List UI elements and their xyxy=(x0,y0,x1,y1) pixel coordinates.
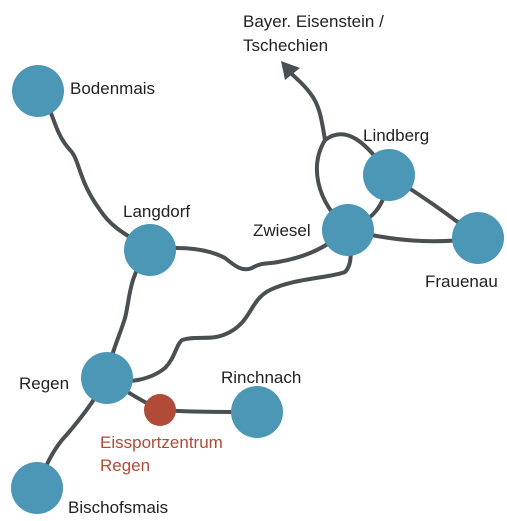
station-label-bischofsmais: Bischofsmais xyxy=(68,498,168,517)
station-zwiesel[interactable] xyxy=(322,204,374,256)
route-langdorf-zwiesel xyxy=(148,228,350,272)
route-regen-zwiesel-south xyxy=(105,228,353,384)
stations xyxy=(11,65,504,514)
station-frauenau[interactable] xyxy=(452,212,504,264)
highlight-label-line1: Eissportzentrum xyxy=(100,433,223,452)
route-to-eisenstein xyxy=(288,70,327,142)
destination-label-line2: Tschechien xyxy=(243,36,328,55)
destination-label-line1: Bayer. Eisenstein / xyxy=(243,12,384,31)
station-lindberg[interactable] xyxy=(363,149,415,201)
highlight-label-line2: Regen xyxy=(100,456,150,475)
station-bodenmais[interactable] xyxy=(12,65,64,117)
route-bodenmais-langdorf xyxy=(36,89,152,252)
station-label-rinchnach: Rinchnach xyxy=(221,368,301,387)
station-label-regen: Regen xyxy=(19,374,69,393)
station-label-frauenau: Frauenau xyxy=(425,272,498,291)
station-langdorf[interactable] xyxy=(124,224,176,276)
station-label-bodenmais: Bodenmais xyxy=(70,79,155,98)
station-rinchnach[interactable] xyxy=(231,386,283,438)
station-bischofsmais[interactable] xyxy=(11,462,63,514)
station-label-langdorf: Langdorf xyxy=(123,202,190,221)
station-eissportzentrum[interactable] xyxy=(144,394,176,426)
station-label-zwiesel: Zwiesel xyxy=(253,221,311,240)
station-label-lindberg: Lindberg xyxy=(363,126,429,145)
station-regen[interactable] xyxy=(81,352,133,404)
arrow-up-left-icon xyxy=(281,61,300,80)
labels: Bayer. Eisenstein / Tschechien Bodenmais… xyxy=(19,12,498,517)
